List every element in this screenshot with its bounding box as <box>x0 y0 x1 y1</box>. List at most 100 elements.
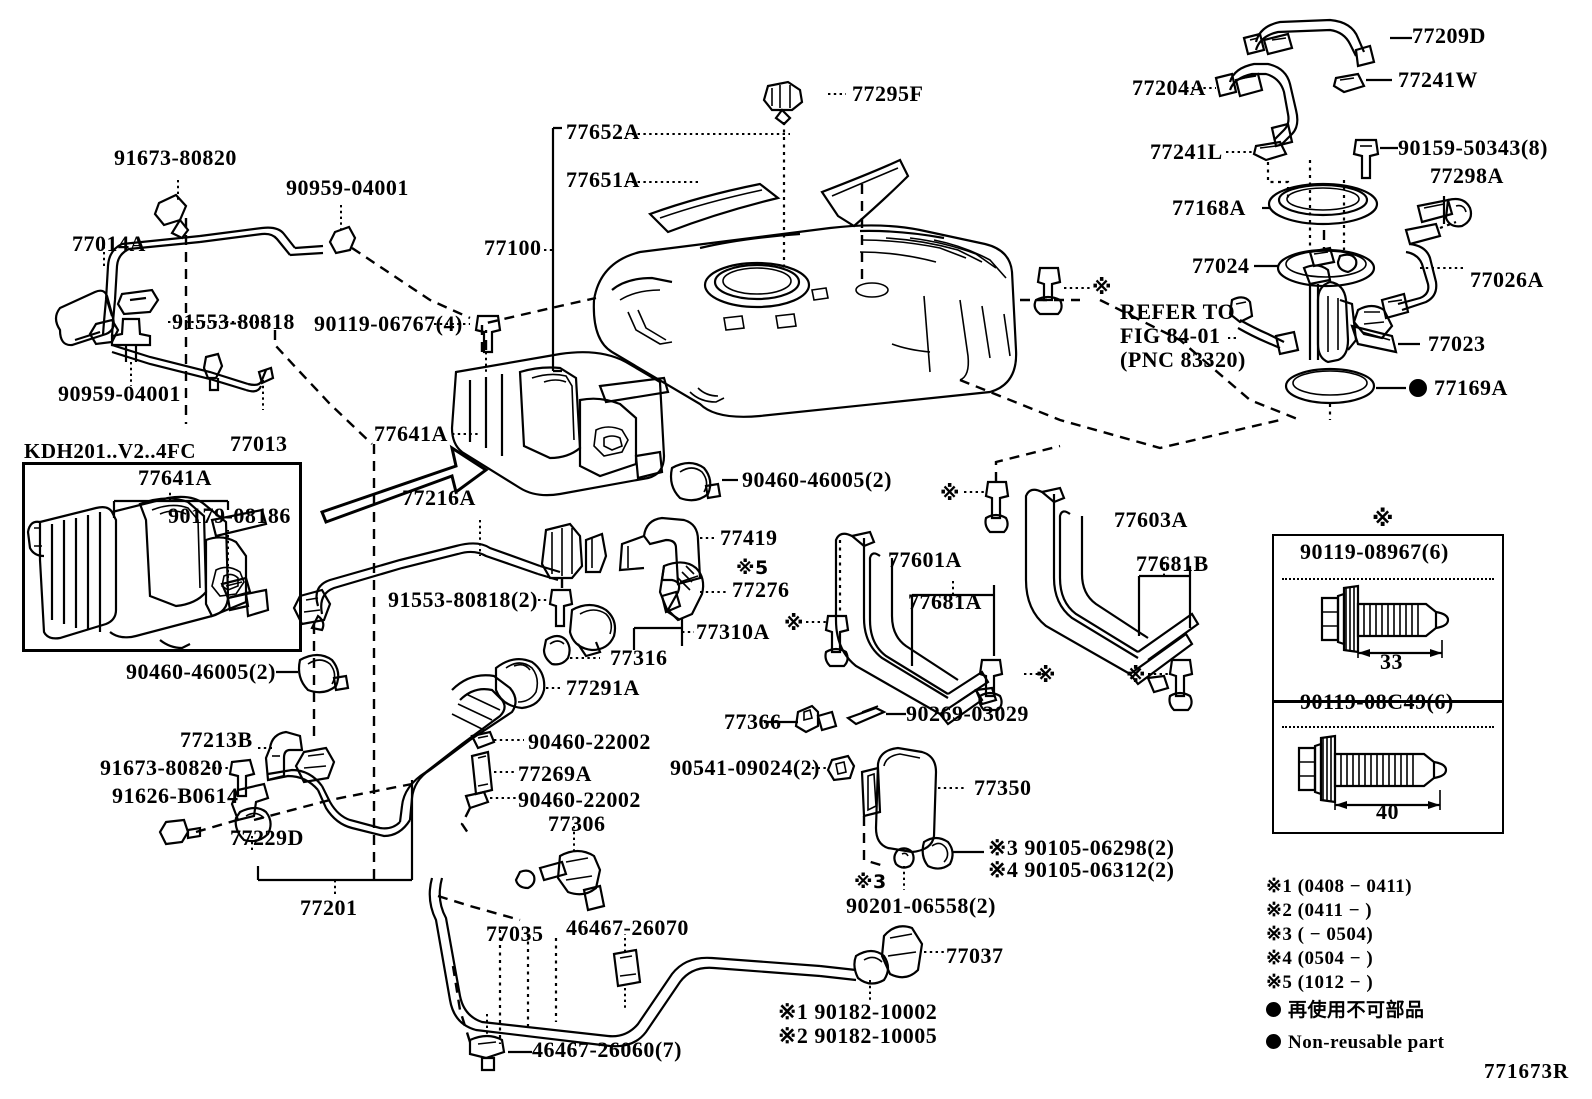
label-90460-46005-tank: 90460-46005(2) <box>742 467 892 492</box>
label-90460-22002-lower: 90460-22002 <box>518 787 641 812</box>
legend-note-2: ※2 (0411 − ) <box>1266 900 1373 921</box>
label-77035: 77035 <box>486 921 544 946</box>
bolt-box-asterisk: ※ <box>1372 507 1394 532</box>
bolt-90119-08C49-art <box>1297 734 1448 810</box>
label-inset-90179-08186: 90179-08186 <box>168 503 291 528</box>
bolt-box-divider <box>1272 700 1504 703</box>
label-77298A: 77298A <box>1430 163 1504 188</box>
bolt-box-upper-dim: 33 <box>1380 649 1403 674</box>
label-77269A: 77269A <box>518 761 592 786</box>
label-90201-06558-note: ※3 <box>854 871 887 893</box>
label-90460-46005-left: 90460-46005(2) <box>126 659 276 684</box>
vent-hose-group <box>54 193 357 393</box>
label-77276: 77276 <box>732 577 790 602</box>
label-77295F: 77295F <box>852 81 924 106</box>
label-77291A: 77291A <box>566 675 640 700</box>
clip-77366 <box>794 704 887 734</box>
label-77014A: 77014A <box>72 231 146 256</box>
label-77023: 77023 <box>1428 331 1486 356</box>
inset-box-77641A <box>22 462 302 652</box>
label-77229D: 77229D <box>230 825 304 850</box>
assembly-dash <box>273 330 373 445</box>
ring-group <box>464 730 496 810</box>
label-77419: 77419 <box>720 525 778 550</box>
washer-bolt-group <box>893 836 954 870</box>
legend-note-4: ※4 (0504 − ) <box>1266 948 1374 969</box>
legend-note-1: ※1 (0408 − 0411) <box>1266 876 1413 897</box>
bolt-box-lower-dim: 40 <box>1376 799 1399 824</box>
bolt-box-sep-upper <box>1282 578 1494 580</box>
label-77216A: 77216A <box>402 485 476 510</box>
nonreusable-bullet-en-icon <box>1266 1034 1281 1049</box>
asterisk-marker-band3: ※ <box>1036 663 1056 687</box>
label-refer-line2: FIG 84-01 <box>1120 323 1221 348</box>
assembly-dash <box>994 444 1061 482</box>
tank-band-left <box>834 530 998 726</box>
label-90201-06558: 90201-06558(2) <box>846 893 996 918</box>
label-refer-line1: REFER TO <box>1120 299 1236 324</box>
label-inset-77641A: 77641A <box>138 465 212 490</box>
assembly-dash <box>1099 298 1301 422</box>
fuel-pump-assembly <box>1214 18 1473 405</box>
label-77652A: 77652A <box>566 119 640 144</box>
label-77641A-arrow: 77641A <box>374 421 448 446</box>
label-77037: 77037 <box>946 943 1004 968</box>
assembly-dash <box>253 782 413 822</box>
label-77204A: 77204A <box>1132 75 1206 100</box>
label-77310A: 77310A <box>696 619 770 644</box>
bolt-90119-08967-art <box>1320 584 1450 658</box>
fuel-hose-77035 <box>428 849 924 1072</box>
nonreusable-bullet-icon <box>1409 379 1427 397</box>
label-77241L: 77241L <box>1150 139 1223 164</box>
clamp-90460-46005-left <box>297 653 350 694</box>
grommet-77295F <box>762 80 804 126</box>
label-91626-B0614: 91626-B0614 <box>112 783 239 808</box>
assembly-dash <box>195 816 245 834</box>
label-90959-04001-top: 90959-04001 <box>286 175 409 200</box>
legend-nonreusable-en: Non-reusable part <box>1288 1032 1445 1053</box>
fuel-lid-77350 <box>826 746 938 854</box>
bracket-77100 <box>551 126 562 373</box>
label-77209D: 77209D <box>1412 23 1486 48</box>
label-77681A: 77681A <box>908 589 982 614</box>
label-91673-80820-bottom: 91673-80820 <box>100 755 223 780</box>
label-77651A: 77651A <box>566 167 640 192</box>
label-90182-10002: ※1 90182-10002 <box>778 999 938 1024</box>
bolt-box-upper-part: 90119-08967(6) <box>1300 539 1449 564</box>
label-77026A: 77026A <box>1470 267 1544 292</box>
assembly-dash <box>862 816 885 868</box>
label-77213B: 77213B <box>180 727 253 752</box>
label-91673-80820-top: 91673-80820 <box>114 145 237 170</box>
legend-note-3: ※3 ( − 0504) <box>1266 924 1374 945</box>
inset-protector-art <box>26 495 270 650</box>
label-90269-03029: 90269-03029 <box>906 701 1029 726</box>
label-90959-04001-bottom: 90959-04001 <box>58 381 181 406</box>
label-inset-title: KDH201..V2..4FC <box>24 439 196 463</box>
assembly-dash <box>498 930 558 1044</box>
asterisk-marker-band1: ※ <box>940 481 960 505</box>
fuel-pipe-77216A <box>292 522 608 632</box>
band-bolts <box>824 480 1194 712</box>
label-90105-06312: ※4 90105-06312(2) <box>988 857 1175 882</box>
label-90105-06298: ※3 90105-06298(2) <box>988 835 1175 860</box>
hose-77419 <box>618 516 702 586</box>
assembly-dash <box>1439 220 1457 230</box>
label-refer-line3: (PNC 83320) <box>1120 347 1246 372</box>
label-90541-09024: 90541-09024(2) <box>670 755 820 780</box>
label-91553-80818: 91553-80818 <box>172 309 295 334</box>
label-77168A: 77168A <box>1172 195 1246 220</box>
label-77024: 77024 <box>1192 253 1250 278</box>
label-90182-10005: ※2 90182-10005 <box>778 1023 938 1048</box>
label-77366: 77366 <box>724 709 782 734</box>
hose-77276 <box>658 561 705 622</box>
clamp-90460-46005-tank <box>669 461 722 502</box>
tank-protector-77641A <box>450 351 670 497</box>
asterisk-marker-band4: ※ <box>1126 663 1146 687</box>
assembly-dash <box>480 296 597 352</box>
bolt-tank-right <box>1033 266 1063 316</box>
label-91553-80818-2: 91553-80818(2) <box>388 587 538 612</box>
protector-pads <box>647 158 910 234</box>
bolt-91553-80818-2 <box>548 588 574 628</box>
bolt-box-sep-lower <box>1282 726 1494 728</box>
assembly-dash <box>437 894 521 922</box>
